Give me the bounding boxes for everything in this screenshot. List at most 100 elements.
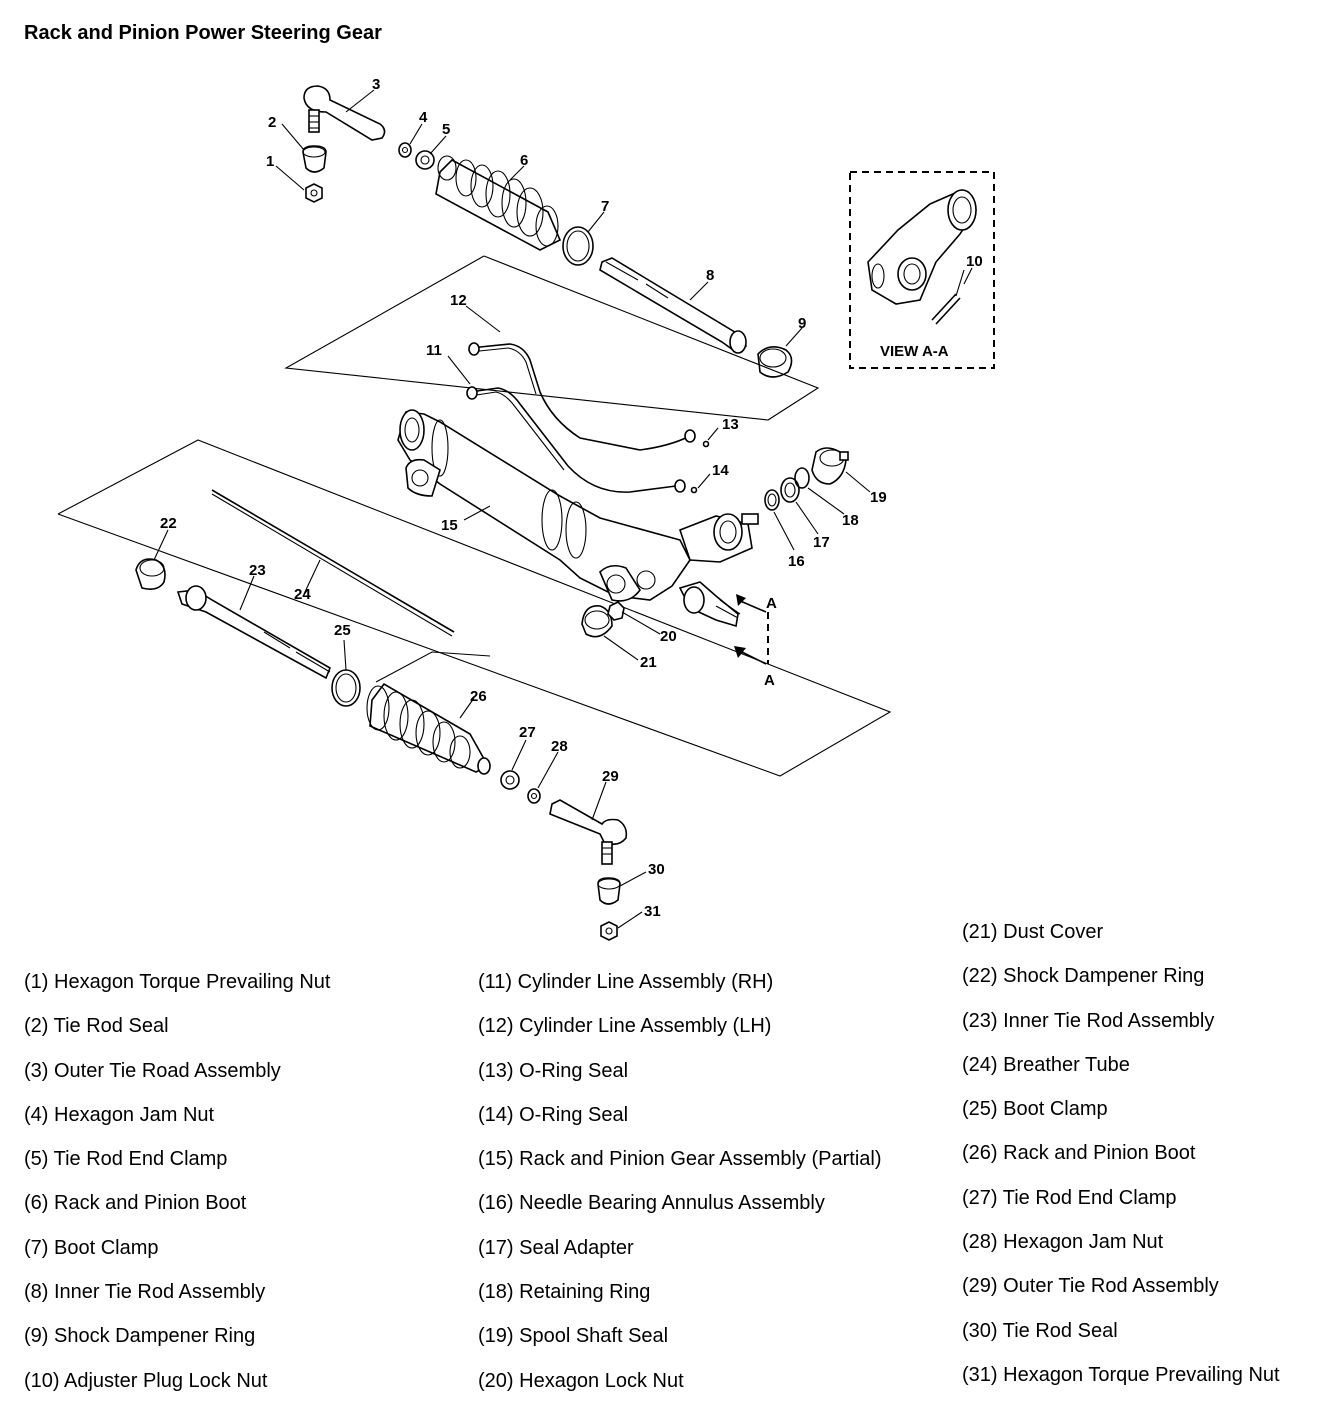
legend-column-3: (21) Dust Cover (22) Shock Dampener Ring… [962, 910, 1280, 1397]
callout-12: 12 [450, 292, 467, 309]
callout-11: 11 [426, 342, 442, 359]
callout-24: 24 [294, 586, 311, 603]
section-label-bottom: A [764, 672, 775, 689]
diagram-title: Rack and Pinion Power Steering Gear [24, 22, 382, 44]
legend-item: (20) Hexagon Lock Nut [478, 1369, 684, 1392]
legend-item: (28) Hexagon Jam Nut [962, 1231, 1164, 1254]
o-ring-13 [702, 440, 710, 448]
section-arrows [734, 594, 769, 665]
callout-labels: 1 2 3 4 5 6 7 8 9 10 11 12 13 14 15 16 1… [160, 76, 983, 920]
rack-pinion-boot-lower [366, 682, 491, 775]
legend-item: (13) O-Ring Seal [478, 1059, 629, 1082]
legend-item: (24) Breather Tube [962, 1053, 1130, 1076]
legend-item: (25) Boot Clamp [962, 1098, 1108, 1121]
inner-tie-rod-upper [599, 257, 748, 354]
legend-column-1: (1) Hexagon Torque Prevailing Nut (2) Ti… [24, 960, 330, 1403]
outer-tie-rod-lower [549, 799, 628, 865]
legend-item: (22) Shock Dampener Ring [962, 965, 1205, 988]
needle-bearing-annulus [764, 489, 780, 511]
callout-23: 23 [249, 562, 266, 579]
inner-tie-rod-lower [176, 585, 332, 680]
callout-26: 26 [470, 688, 487, 705]
callout-30: 30 [648, 861, 665, 878]
callout-5: 5 [442, 121, 450, 138]
section-label-top: A [766, 595, 777, 612]
tie-rod-end-clamp-upper [415, 150, 435, 170]
legend-item: (7) Boot Clamp [24, 1236, 159, 1259]
o-ring-14 [690, 486, 698, 494]
rack-pinion-boot-upper [435, 155, 562, 251]
callout-16: 16 [788, 553, 805, 570]
rack-pinion-gear-assembly [397, 409, 759, 628]
jam-nut-upper [398, 142, 412, 158]
callout-27: 27 [519, 724, 536, 741]
legend-column-2: (11) Cylinder Line Assembly (RH) (12) Cy… [478, 960, 882, 1403]
legend-item: (21) Dust Cover [962, 921, 1104, 943]
shock-dampener-ring-upper [757, 346, 793, 378]
legend-item: (8) Inner Tie Rod Assembly [24, 1281, 266, 1304]
callout-9: 9 [798, 315, 806, 332]
callout-17: 17 [813, 534, 830, 551]
outer-tie-rod-upper [303, 85, 386, 141]
legend-item: (30) Tie Rod Seal [962, 1319, 1118, 1342]
callout-8: 8 [706, 267, 714, 284]
callout-29: 29 [602, 768, 619, 785]
legend-item: (26) Rack and Pinion Boot [962, 1142, 1196, 1165]
hexagon-lock-nut [607, 601, 625, 621]
callout-2: 2 [268, 114, 276, 131]
breather-tube [211, 489, 455, 637]
spool-shaft-seal [811, 447, 849, 485]
callout-21: 21 [640, 654, 657, 671]
legend-item: (19) Spool Shaft Seal [478, 1325, 669, 1348]
legend-item: (23) Inner Tie Rod Assembly [962, 1009, 1215, 1032]
callout-10: 10 [966, 253, 983, 270]
tie-rod-seal-upper [302, 145, 327, 173]
shock-dampener-ring-lower [135, 558, 166, 590]
legend-item: (18) Retaining Ring [478, 1281, 651, 1304]
legend-item: (1) Hexagon Torque Prevailing Nut [24, 971, 331, 993]
callout-18: 18 [842, 512, 859, 529]
dust-cover [581, 605, 613, 638]
callout-4: 4 [419, 109, 428, 126]
legend-item: (14) O-Ring Seal [478, 1103, 629, 1126]
legend-item: (6) Rack and Pinion Boot [24, 1192, 247, 1215]
callout-25: 25 [334, 622, 351, 639]
legend-item: (11) Cylinder Line Assembly (RH) [478, 971, 774, 993]
leader-lines [153, 89, 973, 929]
tie-rod-seal-lower [597, 877, 621, 905]
seal-adapter [780, 477, 800, 503]
callout-20: 20 [660, 628, 677, 645]
cylinder-line-lh [468, 342, 696, 451]
legend-item: (3) Outer Tie Road Assembly [24, 1059, 281, 1082]
callout-13: 13 [722, 416, 739, 433]
legend-item: (2) Tie Rod Seal [24, 1015, 169, 1038]
callout-1: 1 [266, 153, 274, 170]
callout-19: 19 [870, 489, 887, 506]
callout-15: 15 [441, 517, 458, 534]
hex-nut-lower [600, 921, 618, 941]
legend-item: (17) Seal Adapter [478, 1236, 634, 1259]
legend-item: (12) Cylinder Line Assembly (LH) [478, 1015, 772, 1038]
callout-28: 28 [551, 738, 568, 755]
legend-item: (10) Adjuster Plug Lock Nut [24, 1369, 268, 1392]
callout-3: 3 [372, 76, 380, 93]
legend-item: (5) Tie Rod End Clamp [24, 1148, 228, 1171]
callout-14: 14 [712, 462, 729, 479]
hex-nut-upper [305, 183, 323, 203]
tie-rod-end-clamp-lower [500, 770, 520, 790]
view-a-a-inset [849, 171, 995, 369]
legend-item: (29) Outer Tie Rod Assembly [962, 1275, 1219, 1298]
cylinder-line-rh [466, 386, 686, 493]
legend-item: (16) Needle Bearing Annulus Assembly [478, 1192, 825, 1215]
boot-clamp-upper [562, 226, 594, 266]
boot-clamp-lower [331, 669, 361, 707]
retaining-ring [794, 467, 810, 489]
legend-item: (4) Hexagon Jam Nut [24, 1103, 215, 1126]
legend-item: (27) Tie Rod End Clamp [962, 1186, 1177, 1209]
legend-item: (9) Shock Dampener Ring [24, 1325, 256, 1348]
jam-nut-lower [527, 788, 541, 804]
legend-item: (31) Hexagon Torque Prevailing Nut [962, 1363, 1280, 1386]
callout-31: 31 [644, 903, 661, 920]
callout-6: 6 [520, 152, 528, 169]
